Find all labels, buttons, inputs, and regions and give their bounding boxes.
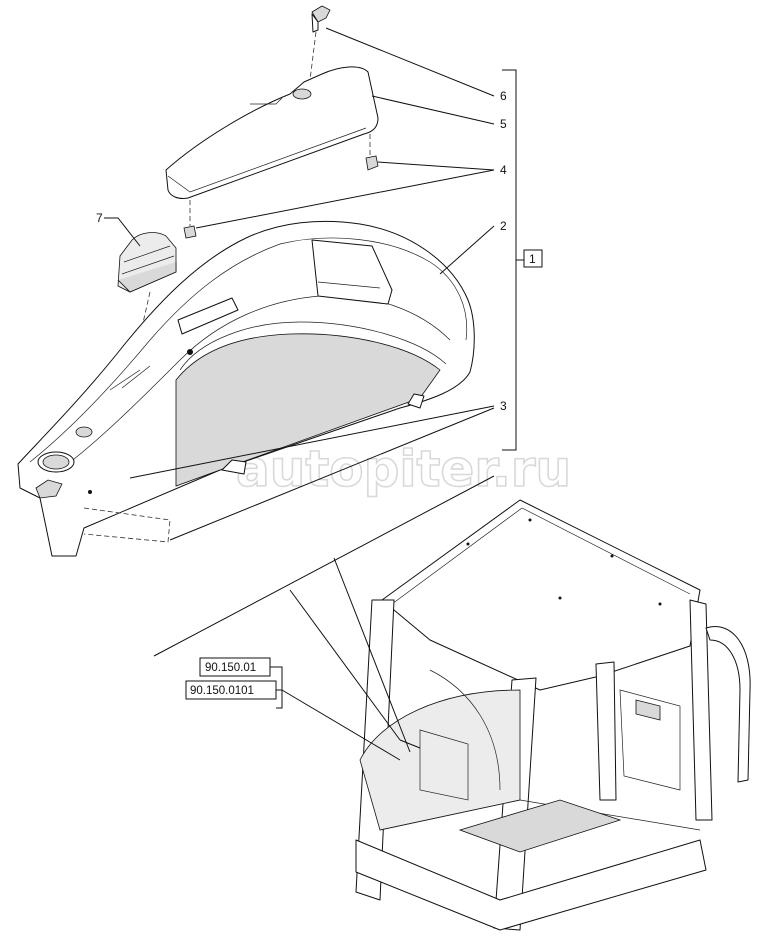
callout-3: 3 (500, 399, 507, 413)
part-4-fasteners (183, 200, 197, 239)
callout-4: 4 (500, 163, 507, 177)
callout-7: 7 (96, 211, 103, 225)
callout-2: 2 (500, 219, 507, 233)
reference-90-150-0101: 90.150.0101 (190, 685, 254, 697)
reference-boxes: 90.150.01 90.150.0101 (185, 657, 283, 709)
group-bracket (502, 69, 524, 451)
part-7-cap (117, 232, 177, 381)
callout-5: 5 (500, 117, 507, 131)
callout-1-box (523, 249, 543, 268)
leader-lines (104, 27, 495, 761)
part-5-cover-lid (165, 66, 379, 199)
callout-6: 6 (500, 89, 507, 103)
cab-frame (355, 499, 751, 931)
callouts: 6 5 4 2 3 7 1 (96, 89, 543, 413)
part-2-console-housing (17, 220, 475, 557)
watermark-text: autopiter.ru (236, 440, 571, 498)
part-6-latch-knob (309, 5, 331, 81)
callout-1: 1 (529, 252, 536, 266)
reference-90-150-01: 90.150.01 (205, 662, 256, 674)
